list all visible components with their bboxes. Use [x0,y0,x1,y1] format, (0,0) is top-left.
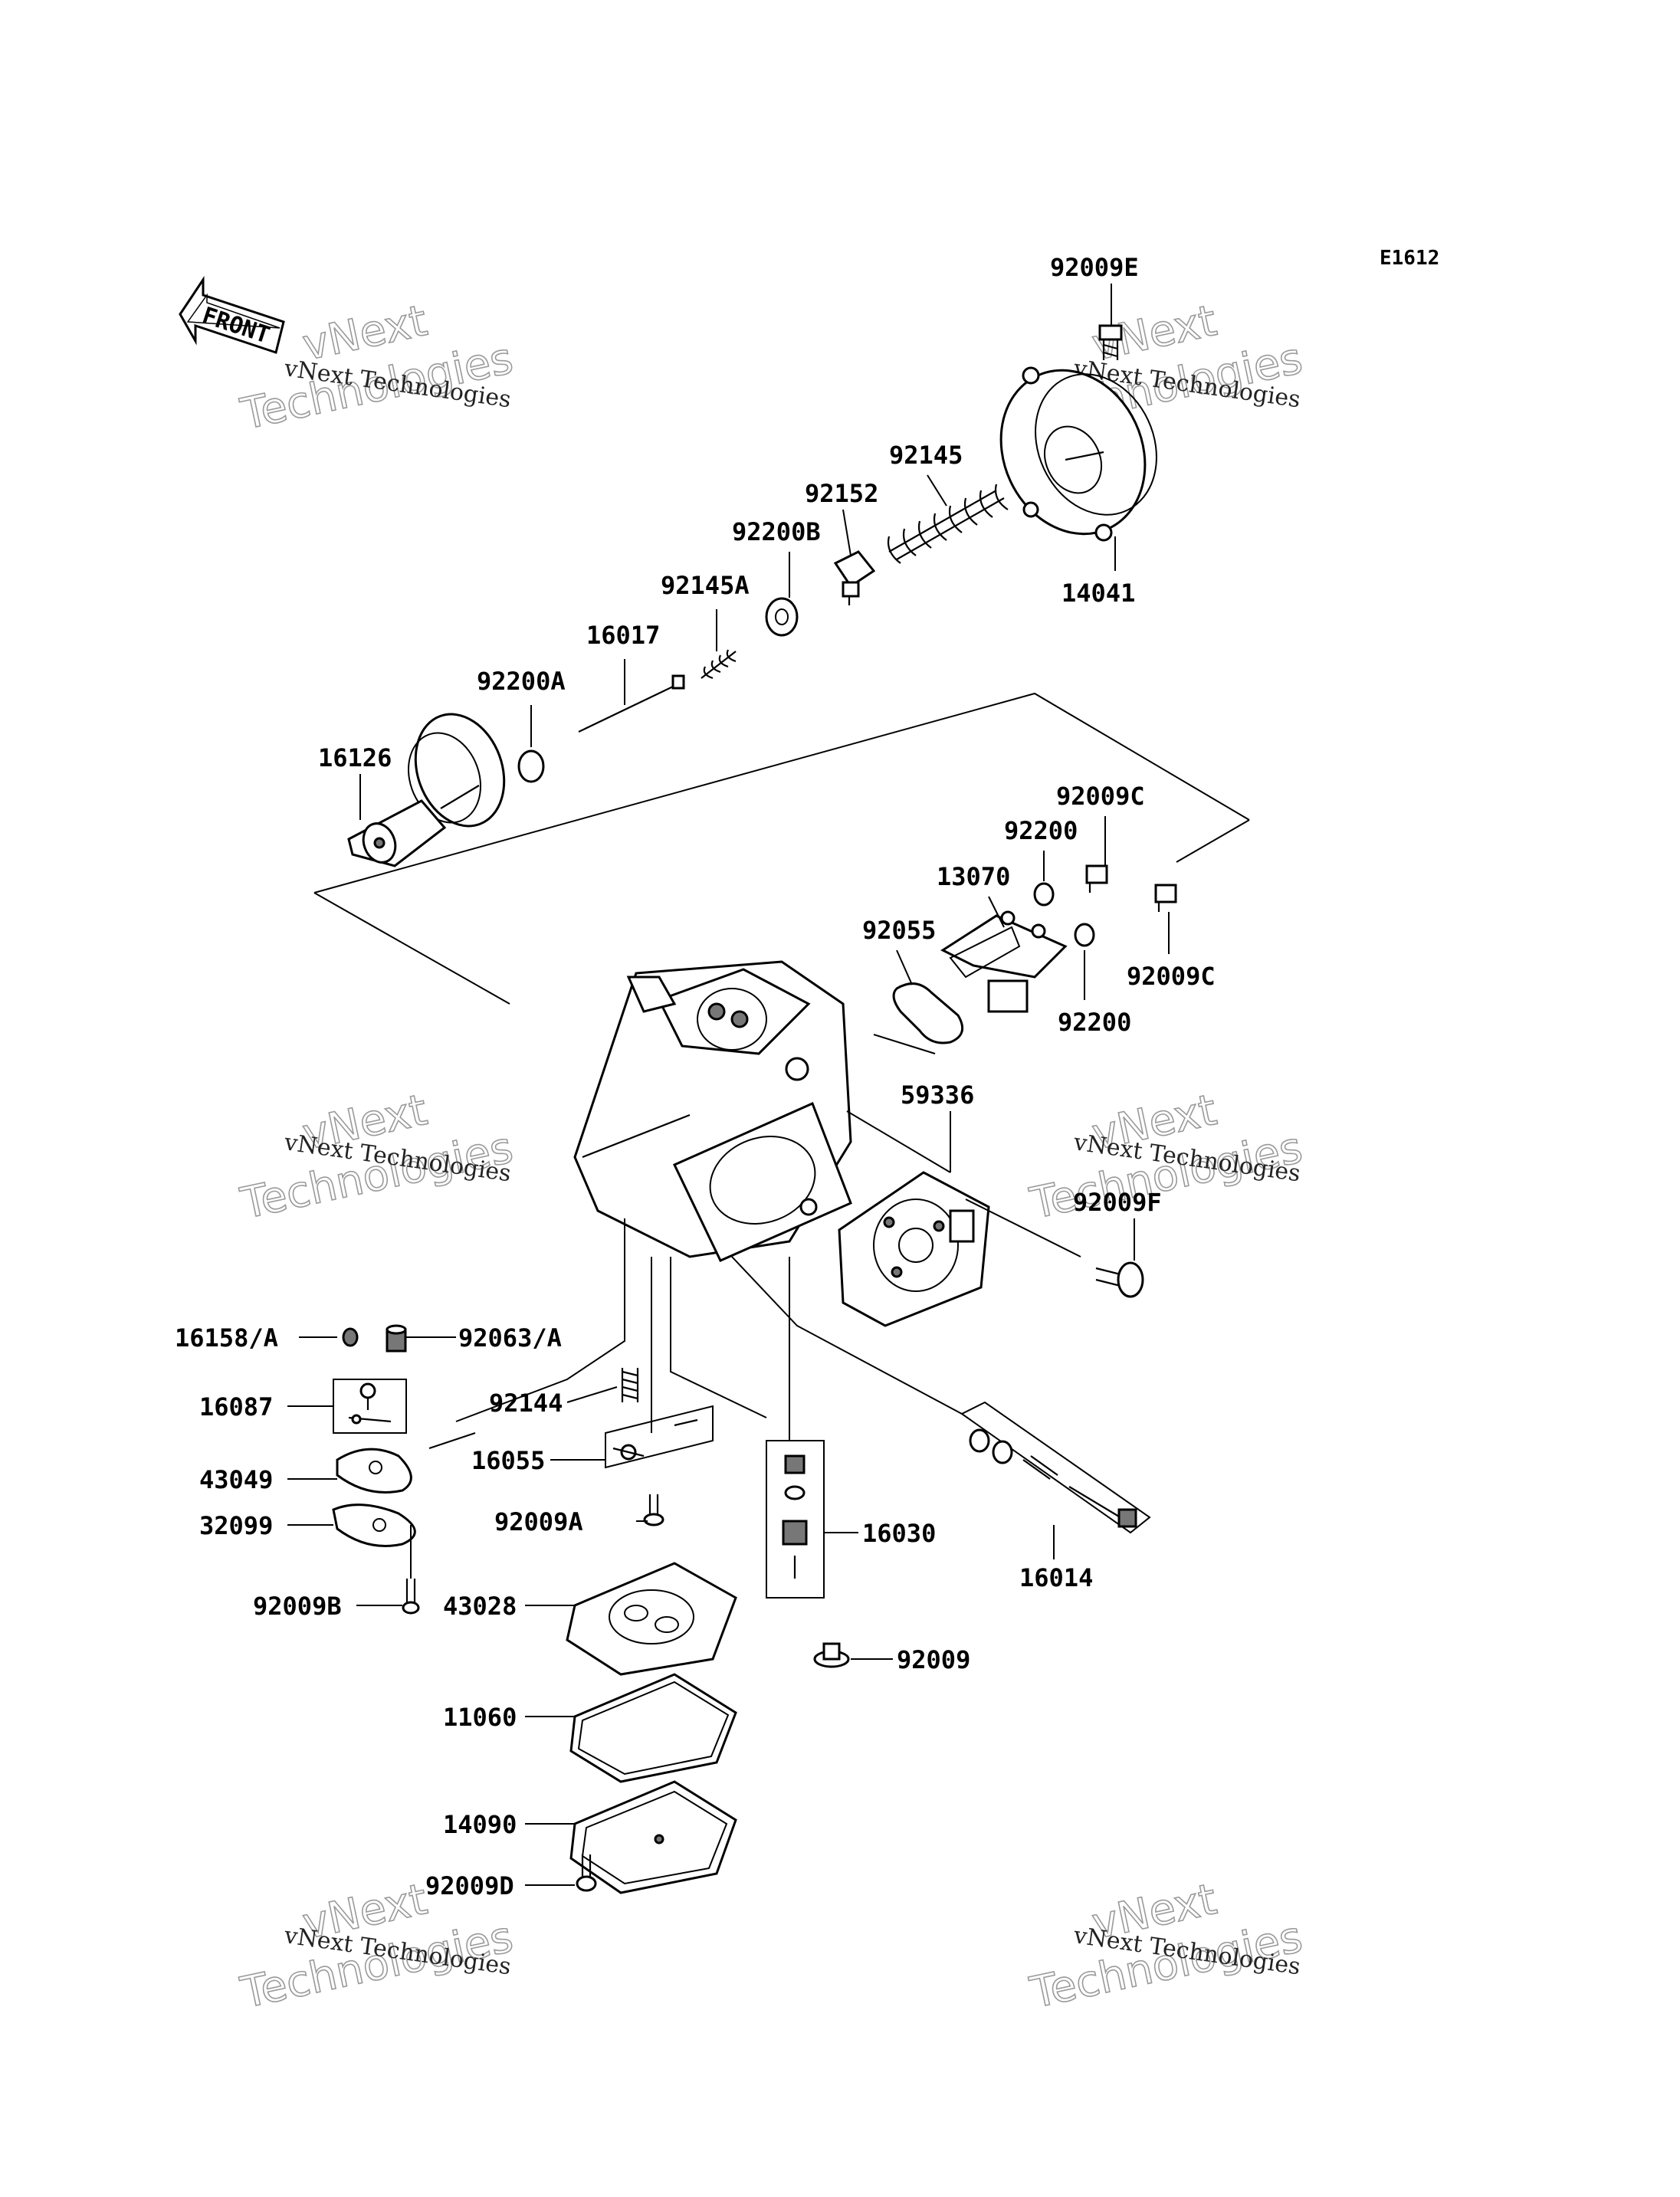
label-16055: 16055 [471,1446,545,1475]
pump-59336-icon [838,1171,990,1327]
label-16087: 16087 [199,1392,273,1421]
label-32099: 32099 [199,1511,273,1540]
label-92144: 92144 [489,1389,563,1418]
gasket-11060-icon [569,1673,737,1783]
label-14090: 14090 [443,1810,517,1839]
cap-16158-icon [342,1327,359,1347]
label-92009C-top: 92009C [1056,782,1145,811]
label-43049: 43049 [199,1465,273,1494]
label-92200-top: 92200 [1004,816,1078,845]
plate-32099-icon [332,1503,416,1547]
label-16158A: 16158/A [175,1323,278,1353]
label-16126: 16126 [318,743,392,772]
diaphragm-43028-icon [566,1562,737,1676]
watermark-bottom-right: vNext Technologies vNext Technologies [1025,1874,1308,2018]
cover-14041-icon [999,366,1157,542]
label-13070: 13070 [937,862,1010,891]
label-14041: 14041 [1061,579,1135,608]
screw-92009-icon [813,1642,850,1668]
jet-16030-icon [766,1440,825,1599]
spring-92145-icon [887,484,1009,564]
leader-lines [287,284,1170,1886]
gasket-43049-icon [336,1448,412,1494]
label-11060: 11060 [443,1703,517,1732]
label-92063A: 92063/A [458,1323,562,1353]
gasket-92055-icon [892,982,964,1044]
label-92200A: 92200A [477,667,566,696]
screw-92009B-icon [402,1579,420,1615]
bracket-13070-icon [940,910,1068,1013]
watermark-top-left: vNext Technologies vNext Technologies [236,295,518,440]
diaphragm-16126-icon [347,713,506,867]
label-92009D: 92009D [425,1871,514,1900]
part-labels: 92009E 92145 92152 92200B 92145A 16017 9… [175,253,1216,1900]
screw-92009F-icon [1095,1261,1144,1298]
screw-92009C-top-icon [1085,864,1108,893]
jet-92152-icon [833,550,876,605]
screw-92009C-bottom-icon [1154,884,1177,912]
label-92200-bottom: 92200 [1058,1008,1131,1037]
label-59336: 59336 [901,1080,974,1110]
label-92009F: 92009F [1073,1188,1162,1217]
label-16014: 16014 [1019,1563,1093,1592]
label-92009B: 92009B [253,1592,342,1621]
screw-16014-icon [960,1401,1151,1534]
label-92055: 92055 [862,916,936,945]
screw-16087-icon [333,1379,407,1434]
screw-16055-icon [605,1405,714,1469]
label-43028: 43028 [443,1592,517,1621]
label-92152: 92152 [805,479,878,508]
label-16017: 16017 [586,621,660,650]
label-92009A: 92009A [494,1507,583,1536]
label-92200B: 92200B [732,517,821,546]
carburetor-body-icon [573,960,852,1262]
screw-92009D-icon [576,1854,597,1892]
front-arrow-icon: FRONT [179,276,285,354]
screw-92009A-icon [643,1494,664,1526]
washer-92200A-icon [517,749,545,783]
label-92145: 92145 [889,441,963,470]
watermark-mid-left: vNext Technologies vNext Technologies [236,1084,518,1229]
spring-92145A-icon [701,649,737,680]
label-92009: 92009 [897,1645,970,1674]
diagram-code: E1612 [1380,247,1439,270]
label-92009E: 92009E [1050,253,1139,282]
needle-16017-icon [578,674,685,733]
watermark-mid-right: vNext Technologies vNext Technologies [1025,1084,1308,1229]
spring-92144-icon [621,1368,639,1402]
washer-92200-bottom-icon [1074,923,1095,947]
washer-92200-top-icon [1033,882,1055,907]
label-92009C-bottom: 92009C [1127,962,1216,991]
label-16030: 16030 [862,1519,936,1548]
washer-92200B-icon [765,597,799,637]
cap-92063-icon [386,1324,407,1353]
cover-14090-icon [569,1780,737,1894]
label-92145A: 92145A [661,571,750,600]
